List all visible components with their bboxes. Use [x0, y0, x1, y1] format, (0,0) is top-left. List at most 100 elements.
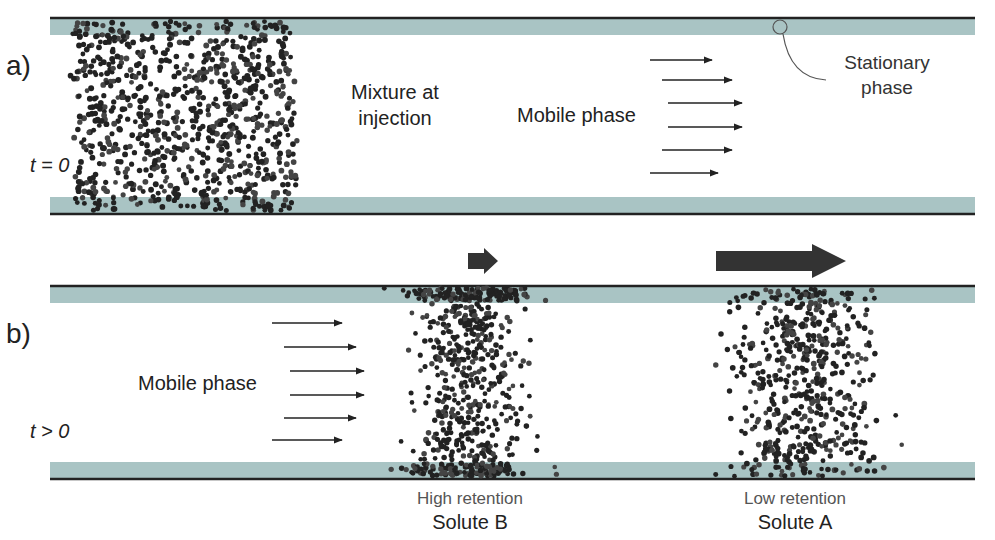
particle: [492, 418, 497, 423]
particle: [428, 325, 433, 330]
particle: [773, 342, 778, 347]
particle: [261, 151, 267, 157]
particle: [437, 391, 442, 396]
particle: [468, 463, 474, 469]
particle: [481, 428, 486, 433]
particle: [469, 473, 474, 478]
particle: [171, 74, 177, 80]
particle: [158, 101, 163, 106]
particle: [776, 349, 781, 354]
particle: [180, 94, 185, 99]
particle: [142, 98, 147, 103]
particle: [475, 463, 480, 468]
particle: [736, 350, 741, 355]
particle: [83, 73, 88, 78]
particle: [219, 147, 224, 152]
particle: [99, 72, 104, 77]
particle: [120, 22, 125, 27]
particle: [136, 136, 142, 142]
particle: [194, 114, 200, 120]
particle: [447, 425, 452, 430]
particle: [75, 20, 80, 25]
particle: [399, 466, 405, 472]
particle: [287, 68, 292, 73]
particle: [125, 166, 130, 171]
particle: [461, 425, 466, 430]
particle: [439, 444, 445, 450]
particle: [117, 28, 123, 34]
particle: [784, 292, 790, 298]
particle: [100, 23, 105, 28]
particle: [196, 89, 202, 95]
particle: [251, 190, 256, 195]
particle: [233, 93, 238, 98]
particle: [87, 176, 92, 181]
particle: [134, 62, 140, 68]
particle: [196, 30, 201, 35]
particle: [764, 348, 769, 353]
particle: [806, 383, 812, 389]
particle: [91, 58, 96, 63]
particle: [783, 385, 788, 390]
particle: [824, 351, 829, 356]
particle: [865, 468, 870, 473]
particle: [201, 152, 206, 157]
particle: [505, 315, 510, 320]
particle: [101, 93, 106, 98]
particle: [78, 59, 83, 64]
particle: [294, 138, 299, 143]
particle: [811, 361, 817, 367]
particle: [465, 394, 470, 399]
particle: [486, 404, 491, 409]
particle: [482, 327, 487, 332]
particle: [471, 339, 476, 344]
particle: [293, 182, 298, 187]
particle: [137, 98, 142, 103]
particle: [766, 374, 771, 379]
particle: [232, 94, 237, 99]
particle: [260, 89, 265, 94]
particle: [739, 429, 744, 434]
particle: [785, 457, 790, 462]
particle: [183, 176, 189, 182]
particle: [279, 168, 285, 174]
particle: [233, 75, 239, 81]
particle: [453, 465, 458, 470]
particle: [758, 305, 763, 310]
particle: [172, 186, 177, 191]
particle: [814, 410, 819, 415]
particle: [162, 189, 167, 194]
particle: [488, 332, 493, 337]
particle: [222, 72, 228, 78]
particle: [487, 288, 492, 293]
particle: [481, 378, 486, 383]
particle: [109, 131, 114, 136]
particle: [756, 311, 761, 316]
particle: [528, 338, 533, 343]
particle: [851, 412, 856, 417]
particle: [520, 471, 525, 476]
particle: [874, 418, 880, 424]
particle: [463, 305, 468, 310]
particle: [236, 80, 241, 85]
particle: [742, 372, 747, 377]
particle: [223, 101, 228, 106]
particle: [406, 347, 411, 352]
particle: [177, 167, 182, 172]
particle: [264, 113, 269, 118]
particle: [432, 418, 437, 423]
particle: [782, 473, 787, 478]
particle: [501, 370, 506, 375]
particle: [503, 468, 508, 473]
particle: [79, 140, 84, 145]
particle: [765, 321, 770, 326]
particle: [73, 196, 78, 201]
particle: [845, 362, 850, 367]
particle: [224, 38, 229, 43]
particle: [234, 114, 239, 119]
particle: [535, 434, 540, 439]
particle: [123, 183, 129, 189]
particle: [515, 418, 520, 423]
particle: [823, 329, 828, 334]
particle: [184, 62, 189, 67]
